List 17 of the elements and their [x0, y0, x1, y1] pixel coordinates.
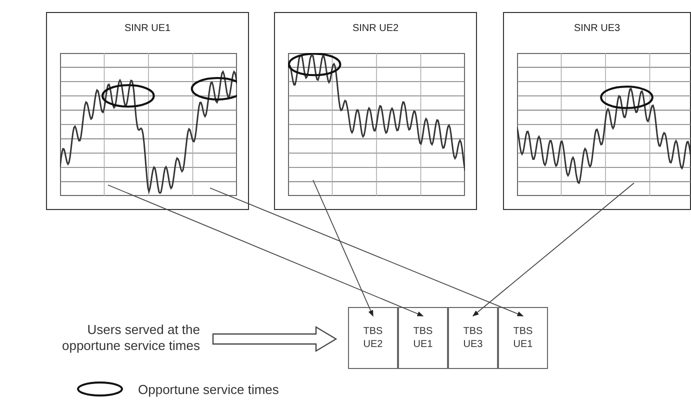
- panel-title: SINR UE2: [351, 23, 400, 34]
- chart-panel: [503, 12, 691, 210]
- arrow: [312, 180, 374, 317]
- transport-block-box: TBS UE1: [498, 307, 548, 369]
- panel-title: SINR UE3: [572, 23, 622, 34]
- legend-text: Opportune service times: [138, 382, 279, 396]
- chart-panel: [46, 12, 249, 210]
- chart-panel: [274, 12, 477, 210]
- arrow: [472, 182, 634, 316]
- block-arrow: [212, 326, 338, 352]
- transport-block-box: TBS UE3: [448, 307, 498, 369]
- arrow: [210, 188, 524, 316]
- panel-title: SINR UE1: [123, 23, 172, 34]
- note-text: Users served at the opportune service times: [30, 322, 200, 354]
- arrow: [108, 184, 424, 316]
- transport-block-box: TBS UE2: [348, 307, 398, 369]
- transport-block-box: TBS UE1: [398, 307, 448, 369]
